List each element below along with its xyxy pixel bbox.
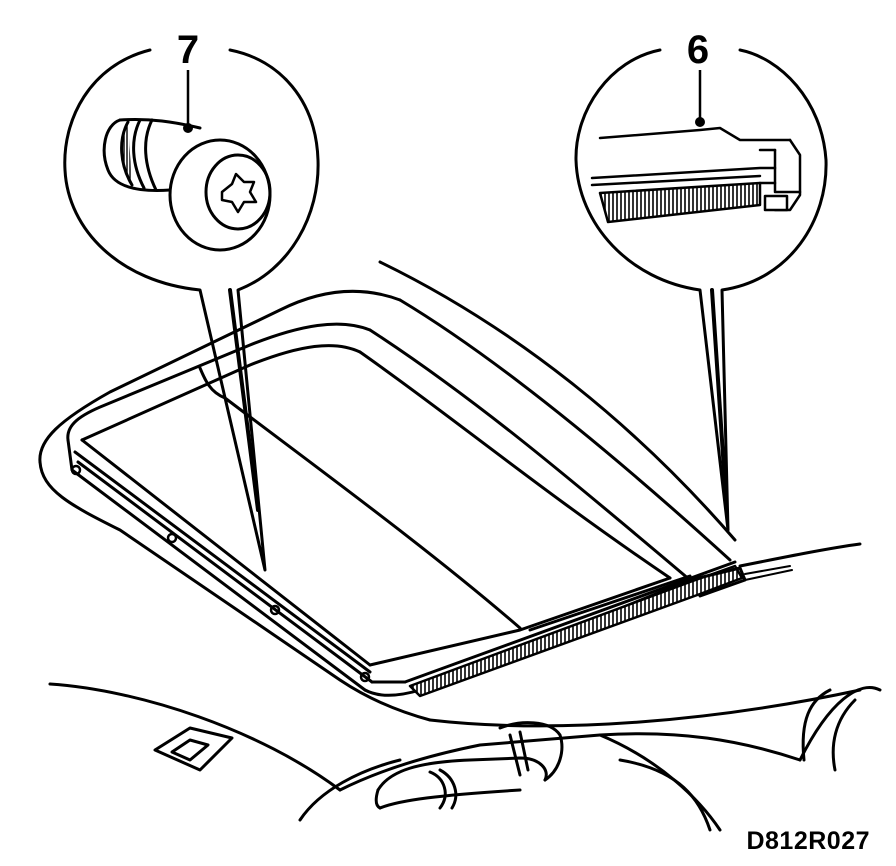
light-switch [153, 726, 234, 772]
front-rail [73, 450, 407, 684]
sunroof-frame [66, 322, 692, 697]
torx-screw-icon [102, 117, 272, 252]
roof-panel [38, 260, 862, 728]
rail-screws [70, 464, 371, 683]
drawing-code-label: D812R027 [746, 827, 870, 855]
interior-headliner [48, 682, 882, 832]
seal-strip-icon [590, 126, 802, 224]
sunroof-glass [80, 344, 672, 667]
side-seal-strip [403, 560, 793, 698]
grab-handle [374, 721, 564, 810]
callout-circle-6 [574, 48, 828, 532]
callout-number-6: 6 [678, 30, 718, 70]
callout-number-7: 7 [168, 30, 208, 70]
